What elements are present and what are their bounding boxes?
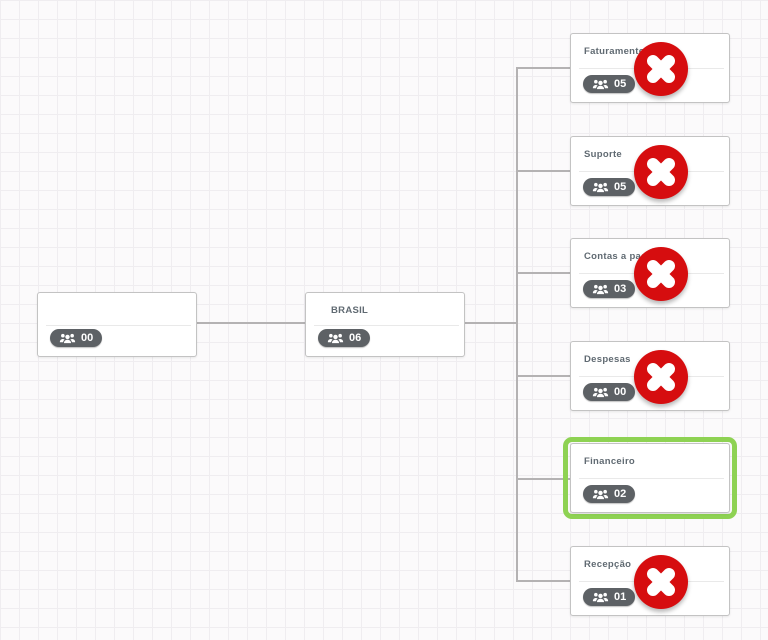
org-node-despesas[interactable]: Despesas 00 [570, 341, 730, 411]
users-icon [59, 333, 76, 344]
member-count: 00 [614, 385, 627, 398]
x-cross-icon [647, 363, 675, 391]
member-count-badge: 06 [318, 329, 371, 347]
selection-highlight: Financeiro 02 [563, 437, 737, 519]
connector-trunk [516, 67, 518, 582]
member-count-badge: 01 [583, 588, 636, 606]
connector-stub-suporte [517, 170, 570, 172]
delete-node-button[interactable] [634, 350, 688, 404]
node-title: Contas a pagar [584, 251, 657, 262]
connector-stub-recepcao [517, 580, 570, 582]
node-title: Suporte [584, 149, 622, 160]
users-icon [592, 592, 609, 603]
delete-node-button[interactable] [634, 42, 688, 96]
x-cross-icon [647, 568, 675, 596]
org-node-faturamento[interactable]: Faturamento 05 [570, 33, 730, 103]
delete-node-button[interactable] [634, 145, 688, 199]
org-node-brasil[interactable]: BRASIL 06 [305, 292, 465, 357]
node-divider [46, 324, 191, 326]
org-node-contas-a-pagar[interactable]: Contas a pagar 03 [570, 238, 730, 308]
x-cross-icon [647, 158, 675, 186]
node-title: Recepção [584, 559, 632, 570]
org-node-recepcao[interactable]: Recepção 01 [570, 546, 730, 616]
x-cross-icon [647, 55, 675, 83]
org-node-financeiro[interactable]: Financeiro 02 [570, 443, 730, 513]
connector-root-brasil [197, 322, 305, 324]
member-count: 05 [614, 77, 627, 90]
node-divider [579, 478, 724, 479]
users-icon [592, 182, 609, 193]
connector-stub-faturamento [517, 67, 570, 69]
connector-brasil-trunk [463, 322, 517, 324]
node-divider [314, 324, 459, 326]
member-count: 03 [614, 282, 627, 295]
member-count-badge: 00 [583, 383, 636, 401]
member-count: 00 [81, 331, 94, 344]
member-count: 01 [614, 590, 627, 603]
delete-node-button[interactable] [634, 555, 688, 609]
users-icon [592, 489, 609, 500]
users-icon [592, 284, 609, 295]
node-title: Despesas [584, 354, 631, 365]
connector-stub-despesas [517, 375, 570, 377]
node-title: BRASIL [331, 305, 369, 316]
x-cross-icon [647, 260, 675, 288]
node-title: Faturamento [584, 46, 645, 57]
org-node-suporte[interactable]: Suporte 05 [570, 136, 730, 206]
connector-stub-financeiro [517, 478, 570, 480]
member-count-badge: 05 [583, 75, 636, 93]
member-count: 02 [614, 487, 627, 500]
users-icon [592, 79, 609, 90]
member-count-badge: 05 [583, 178, 636, 196]
member-count-badge: 03 [583, 280, 636, 298]
connector-stub-contas-a-pagar [517, 272, 570, 274]
users-icon [592, 387, 609, 398]
users-icon [327, 333, 344, 344]
member-count: 05 [614, 180, 627, 193]
org-node-root[interactable]: 00 [37, 292, 197, 357]
member-count-badge: 00 [50, 329, 103, 347]
delete-node-button[interactable] [634, 247, 688, 301]
member-count-badge: 02 [583, 485, 636, 503]
member-count: 06 [349, 331, 362, 344]
node-title: Financeiro [584, 456, 636, 467]
